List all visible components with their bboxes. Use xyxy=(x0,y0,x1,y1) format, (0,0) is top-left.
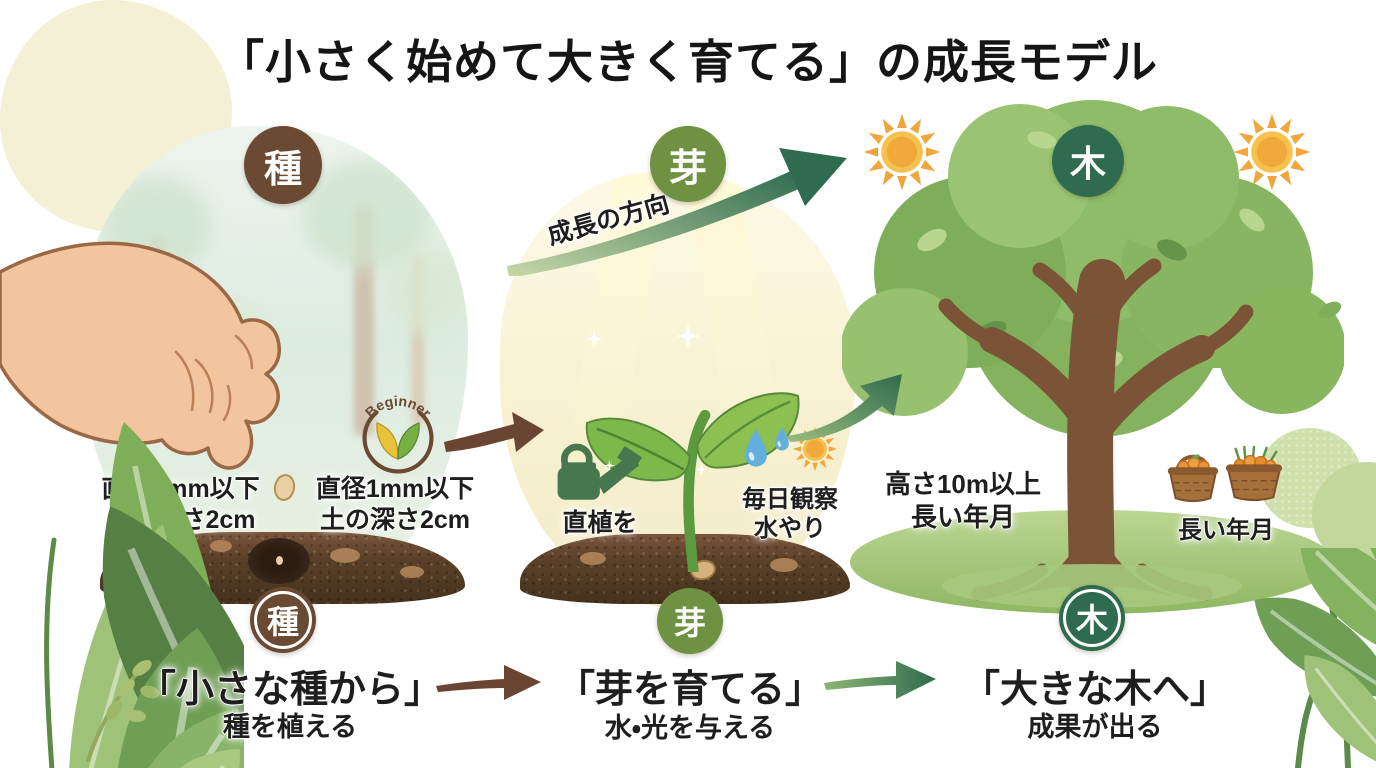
page-title: 「小さく始めて大きく育てる」の成長モデル xyxy=(218,36,1158,88)
tree-spec-line: 高さ10m以上 xyxy=(884,469,1042,499)
tree-illustration xyxy=(842,100,1344,614)
beginner-badge-icon: Beginner xyxy=(362,394,435,474)
seed-spec-line: 土の深さ2cm xyxy=(319,506,471,534)
forest-foliage-shape xyxy=(382,246,468,336)
tree-bottom-sub: 成果が出る xyxy=(1027,712,1163,742)
observe-line1: 毎日観察 xyxy=(742,486,838,513)
stage-arrow-sprout-to-tree xyxy=(786,374,902,442)
seed-badge-top: 種 xyxy=(244,126,322,204)
svg-text:Beginner: Beginner xyxy=(363,394,435,422)
olive-sprig xyxy=(86,660,160,762)
sprout-badge-label: 芽 xyxy=(673,605,706,641)
harvest-basket-icon xyxy=(1225,445,1283,502)
sun-icon xyxy=(862,112,942,192)
tree-badge-label: 木 xyxy=(1075,602,1108,638)
fruit-basket-icon xyxy=(1167,454,1219,503)
seed-bottom-headline: 「小さな種から」 xyxy=(137,669,442,711)
bottom-arrow-seed-to-sprout xyxy=(436,665,541,700)
tree-spec-line: 長い年月 xyxy=(910,502,1015,532)
sprout-bottom-sub: 水・光を与える xyxy=(604,713,776,743)
beginner-badge-label: Beginner xyxy=(363,394,435,422)
seed-badge-label: 種 xyxy=(266,604,299,640)
watering-can-icon xyxy=(557,443,643,500)
sparkle-icon xyxy=(604,460,615,471)
sun-icon xyxy=(1232,112,1312,192)
sprout-badge-top: 芽 xyxy=(650,126,726,202)
corner-plant-right xyxy=(1178,548,1376,768)
tree-right-label: 長い年月 xyxy=(1178,517,1274,544)
sprout-badge-bottom: 芽 xyxy=(657,588,723,654)
tree-badge-label: 木 xyxy=(1069,143,1106,184)
water-drop-icon xyxy=(740,428,772,470)
seed-badge-label: 種 xyxy=(263,148,302,191)
sprout-bottom-headline: 「芽を育てる」 xyxy=(556,669,823,711)
soil-clump xyxy=(330,548,360,563)
sprout-badge-label: 芽 xyxy=(668,147,707,190)
seed-spec-right: 直径1mm以下 土の深さ2cm xyxy=(300,474,490,536)
tree-bottom-headline: 「大きな木へ」 xyxy=(961,669,1228,711)
seed-spec-line: 直径1mm以下 xyxy=(315,475,475,503)
tree-badge-bottom: 木 xyxy=(1059,585,1125,651)
planting-hole xyxy=(248,538,310,584)
soil-clump xyxy=(400,566,424,578)
soil-clump xyxy=(580,552,606,565)
bottom-arrow-sprout-to-tree xyxy=(824,661,936,699)
corner-plant-left xyxy=(0,420,244,768)
soil-clump xyxy=(770,558,798,572)
seed-in-hole xyxy=(276,556,283,565)
stage-arrow-seed-to-sprout xyxy=(444,412,544,452)
observe-line2: 水やり xyxy=(754,515,826,542)
watering-label: 直植を xyxy=(562,509,638,537)
tree-spec: 高さ10m以上 長い年月 xyxy=(863,468,1063,534)
sprout-illustration xyxy=(585,392,800,572)
soil-clump xyxy=(210,540,232,552)
growth-direction-arrow xyxy=(507,148,847,276)
seed-bottom-sub: 種を植える xyxy=(222,712,358,742)
tree-badge-top: 木 xyxy=(1052,125,1124,197)
seed-badge-bottom: 種 xyxy=(250,587,316,653)
